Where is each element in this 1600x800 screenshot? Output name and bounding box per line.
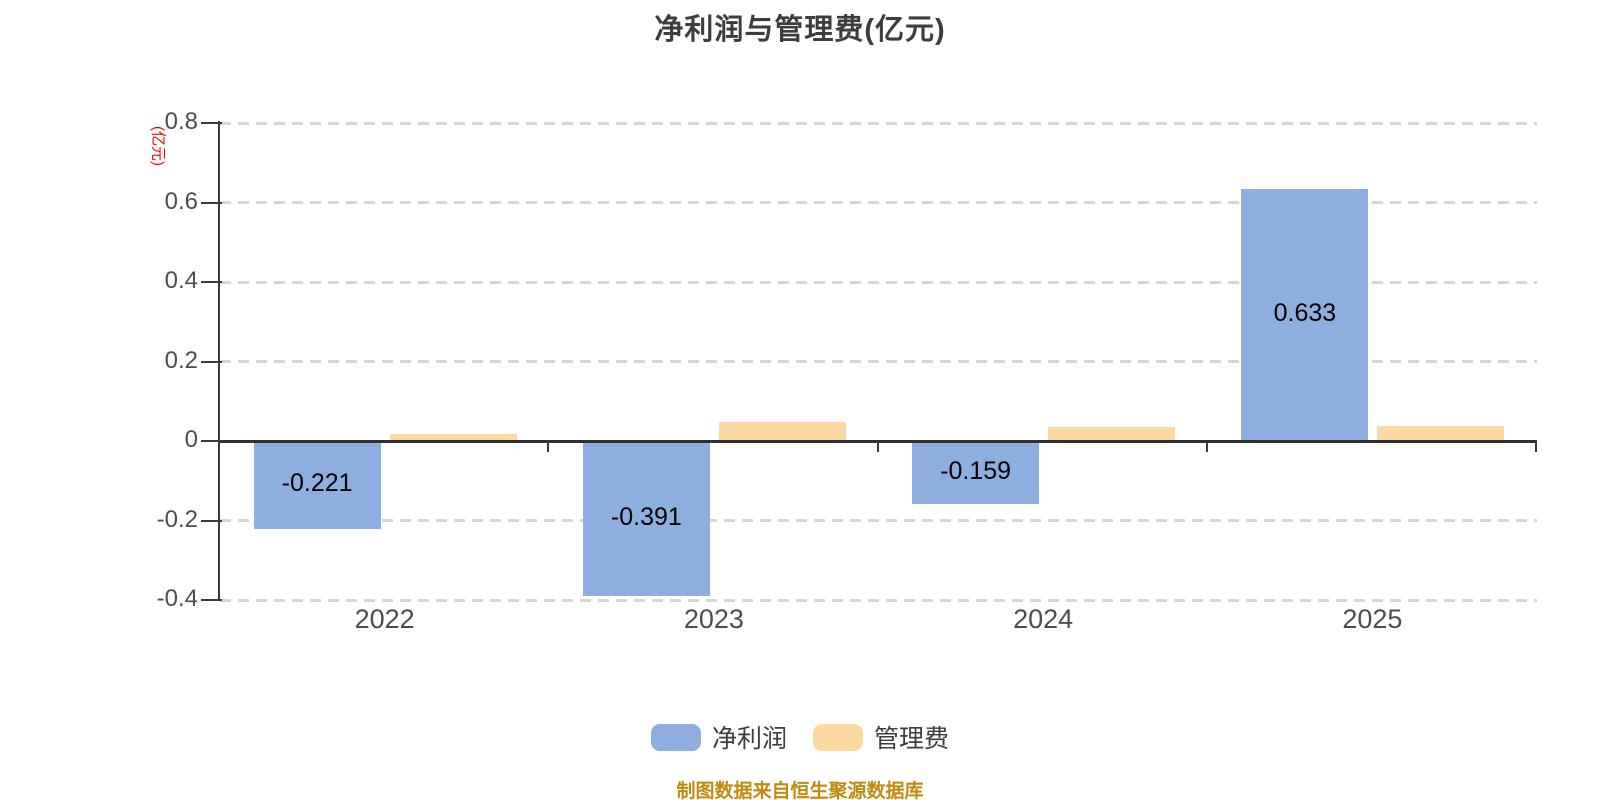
y-tick-label: 0.6 <box>164 187 198 215</box>
y-axis-tick-mark <box>201 519 222 522</box>
bar-net-profit-2024 <box>912 441 1040 505</box>
gridline <box>220 201 1537 204</box>
bar-management-fee-2025 <box>1377 425 1505 441</box>
x-axis-tick-mark <box>1205 441 1208 452</box>
gridline <box>220 598 1537 602</box>
bar-net-profit-2022 <box>253 441 381 529</box>
legend-label-management-fee: 管理费 <box>874 725 950 753</box>
y-tick-label: 0.2 <box>164 346 198 374</box>
x-tick-label-2023: 2023 <box>683 604 744 634</box>
legend-label-net-profit: 净利润 <box>711 725 787 753</box>
y-axis-tick-mark <box>201 281 222 283</box>
legend-item-management-fee: 管理费 <box>813 719 949 755</box>
y-axis-tick-mark <box>201 440 222 442</box>
gridline <box>220 519 1537 522</box>
y-tick-label: 0.4 <box>164 267 198 294</box>
y-axis-tick-mark <box>201 201 222 204</box>
legend-item-net-profit: 净利润 <box>650 719 787 755</box>
bar-management-fee-2022 <box>389 433 517 441</box>
bar-value-label: -0.391 <box>610 502 682 531</box>
bar-management-fee-2024 <box>1048 427 1176 441</box>
gridline <box>220 360 1537 363</box>
y-axis-tick-mark <box>201 599 222 601</box>
x-tick-label-2024: 2024 <box>1013 604 1074 634</box>
x-axis-zero-line <box>220 439 1537 443</box>
bar-net-profit-2025 <box>1241 189 1369 441</box>
data-source-note: 制图数据来自恒生聚源数据库 <box>676 781 924 800</box>
legend-swatch-management-fee <box>813 723 863 751</box>
y-axis-tick-mark <box>201 122 222 124</box>
y-axis-tick-mark <box>201 360 222 363</box>
bar-net-profit-2023 <box>582 441 710 597</box>
y-tick-label: -0.4 <box>156 585 198 612</box>
plot-area: 0.8 0.6 0.4 0.2 0 -0.2 -0.4 -0.221 -0.391 -0.159 0… <box>156 108 1537 634</box>
bar-management-fee-2023 <box>718 421 846 441</box>
gridline <box>220 280 1537 284</box>
y-axis-line <box>218 121 220 600</box>
legend-swatch-net-profit <box>650 723 701 751</box>
y-tick-label: 0 <box>184 426 198 453</box>
bar-value-label: -0.221 <box>281 468 353 497</box>
y-tick-label: -0.2 <box>156 505 198 533</box>
y-tick-label: 0.8 <box>164 108 198 135</box>
x-tick-label-2025: 2025 <box>1342 604 1403 634</box>
x-axis-tick-mark <box>1535 441 1537 452</box>
legend: 净利润 管理费 <box>0 719 1600 755</box>
bar-value-label: 0.633 <box>1273 299 1337 328</box>
x-axis-tick-mark <box>547 441 550 452</box>
gridline <box>220 121 1537 125</box>
chart-title: 净利润与管理费(亿元) <box>654 14 946 46</box>
x-tick-label-2022: 2022 <box>354 604 415 634</box>
x-axis-tick-mark <box>876 441 879 452</box>
bar-value-label: -0.159 <box>940 456 1012 485</box>
